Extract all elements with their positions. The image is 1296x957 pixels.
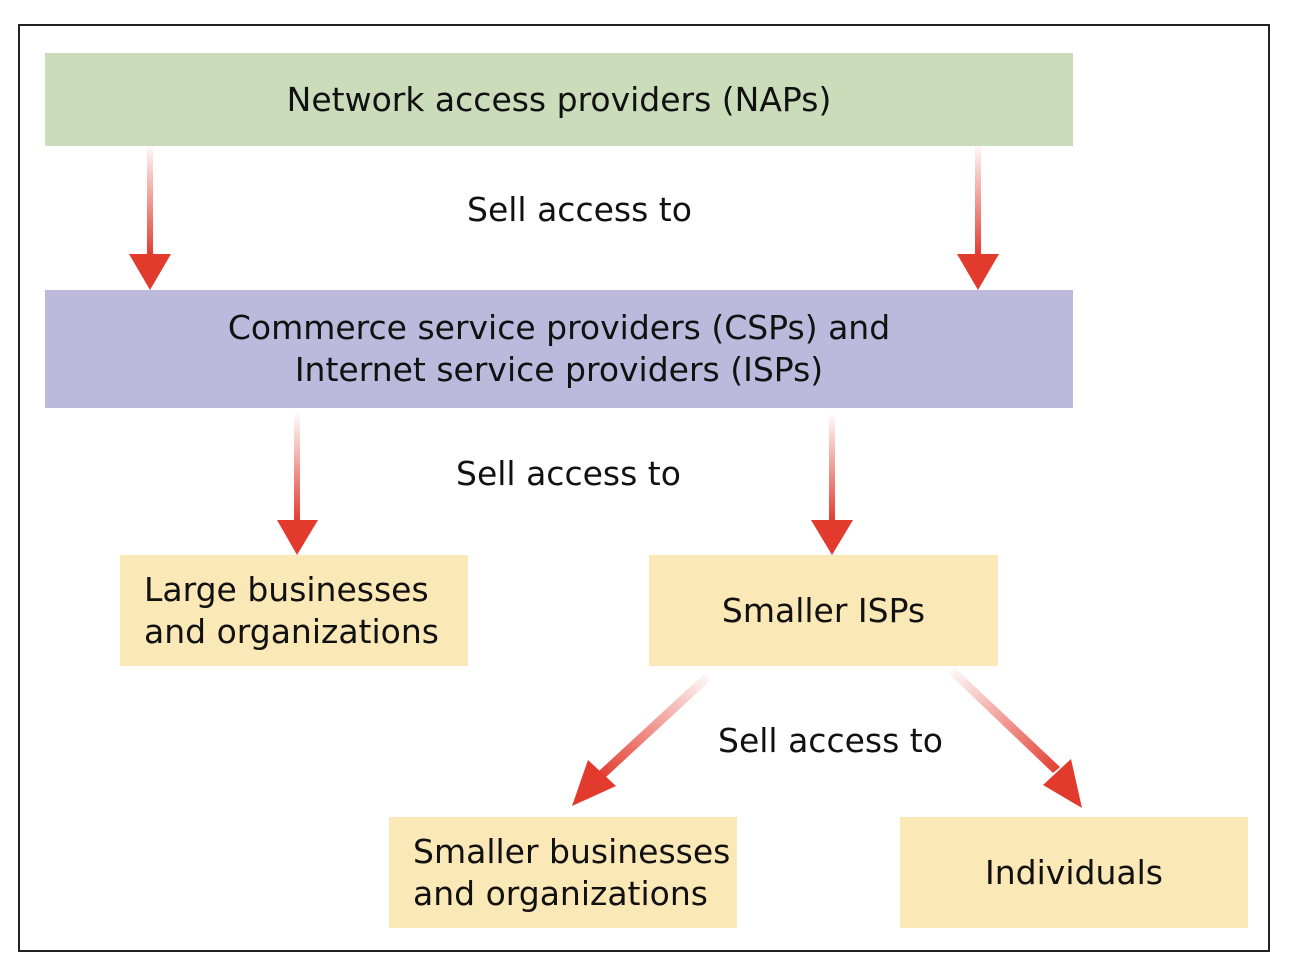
node-smaller-businesses-line2: and organizations [413, 873, 708, 913]
node-csps-line2: Internet service providers (ISPs) [294, 350, 824, 389]
edge-label-naps-to-csps: Sell access to [467, 190, 692, 229]
node-large-businesses-line2: and organizations [144, 611, 439, 651]
node-individuals-label: Individuals [985, 853, 1163, 892]
arrow-csps-to-smaller-isps [811, 412, 853, 555]
arrow-naps-to-csps-left [129, 142, 171, 290]
arrow-csps-to-large-businesses [277, 412, 318, 555]
arrow-isps-to-individuals [948, 667, 1082, 808]
node-smaller-businesses: Smaller businesses and organizations [389, 817, 737, 928]
node-large-businesses: Large businesses and organizations [120, 555, 468, 666]
edge-label-isps-to-customers: Sell access to [718, 721, 943, 760]
node-smaller-isps: Smaller ISPs [649, 555, 998, 666]
node-individuals: Individuals [900, 817, 1248, 928]
node-smaller-businesses-line1: Smaller businesses [413, 831, 731, 871]
node-naps-label: Network access providers (NAPs) [286, 80, 832, 119]
arrow-naps-to-csps-right [957, 142, 999, 290]
edge-label-csps-to-customers: Sell access to [456, 454, 681, 493]
node-naps: Network access providers (NAPs) [45, 53, 1073, 146]
diagram-frame [18, 24, 1270, 952]
node-large-businesses-line1: Large businesses [144, 569, 429, 609]
node-csps-line1: Commerce service providers (CSPs) and [227, 308, 891, 347]
arrow-isps-to-smaller-businesses [572, 673, 712, 806]
node-csps: Commerce service providers (CSPs) and In… [45, 290, 1073, 408]
node-smaller-isps-label: Smaller ISPs [721, 591, 926, 630]
